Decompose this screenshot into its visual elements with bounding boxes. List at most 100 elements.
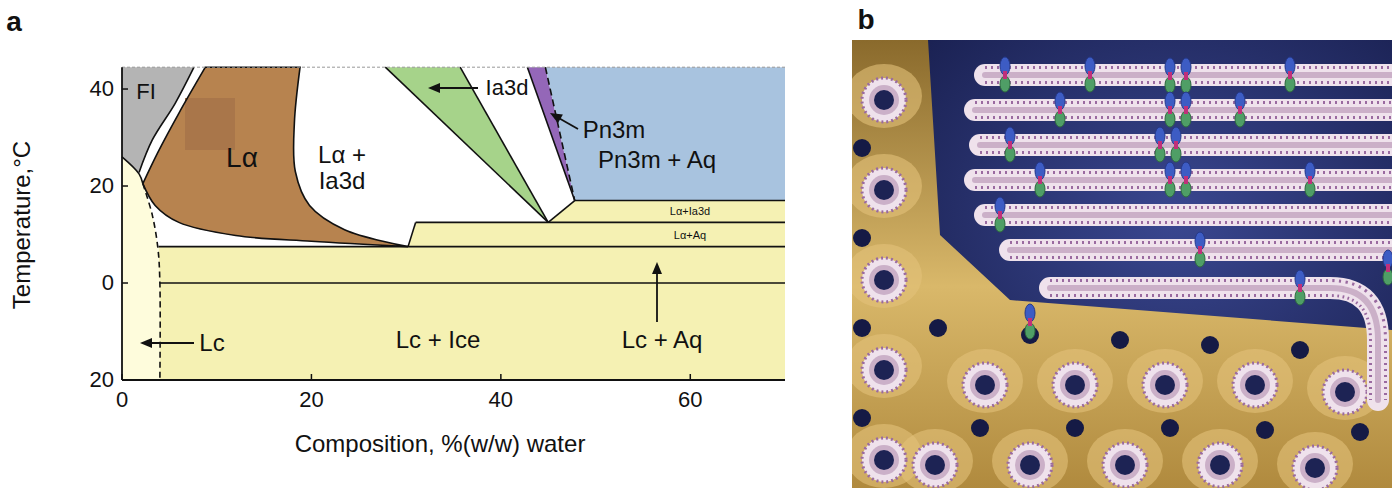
membrane-protein bbox=[1195, 232, 1205, 267]
ring-core bbox=[1065, 375, 1085, 395]
leader-line bbox=[150, 342, 194, 344]
water-channel-dot bbox=[929, 319, 947, 337]
membrane-protein bbox=[995, 197, 1005, 232]
membrane-protein bbox=[1235, 92, 1245, 127]
protein-core bbox=[1288, 71, 1292, 79]
ring-core bbox=[874, 360, 894, 380]
phase-label: Ia3d bbox=[486, 76, 529, 100]
membrane-protein bbox=[1165, 162, 1175, 197]
protein-core bbox=[1184, 72, 1188, 80]
ia3d-region bbox=[385, 67, 548, 222]
membrane-protein bbox=[1181, 58, 1191, 93]
tick-label: 40 bbox=[489, 388, 513, 412]
ring-tail bbox=[1110, 450, 1140, 480]
bilayer-ring bbox=[1103, 443, 1147, 487]
water-channel-dot bbox=[1161, 419, 1179, 437]
ring-tail bbox=[869, 445, 899, 475]
membrane-protein bbox=[1181, 92, 1191, 127]
ring-tail bbox=[869, 85, 899, 115]
x-tick bbox=[500, 374, 502, 380]
bilayer-heads bbox=[980, 136, 1392, 154]
ring-tail bbox=[1150, 370, 1180, 400]
boundary-line bbox=[548, 201, 575, 223]
tube-cone bbox=[852, 64, 922, 128]
bilayer-ring bbox=[913, 443, 957, 487]
bilayer-ring bbox=[1233, 363, 1277, 407]
tube-cone bbox=[852, 154, 922, 218]
x-tick bbox=[121, 374, 123, 380]
ring-tail bbox=[869, 175, 899, 205]
water-channel-dot bbox=[1291, 341, 1309, 359]
phase-label: Pn3m + Aq bbox=[598, 147, 716, 173]
x-axis bbox=[122, 379, 785, 381]
ring-tail bbox=[1205, 450, 1235, 480]
protein-core bbox=[1058, 106, 1062, 114]
lc-ice-band bbox=[158, 247, 785, 380]
panel-letter: a bbox=[6, 7, 22, 38]
phase-label: Lc + Aq bbox=[622, 327, 703, 353]
ring-core bbox=[1305, 458, 1325, 478]
arrow-head bbox=[428, 83, 440, 93]
ring-tail bbox=[869, 355, 899, 385]
protein-core bbox=[1308, 176, 1312, 184]
boundary-line bbox=[160, 282, 785, 284]
y-tick bbox=[122, 185, 128, 187]
water-channel-dot bbox=[1111, 331, 1129, 349]
protein-core bbox=[1174, 141, 1178, 149]
protein-core bbox=[1038, 176, 1042, 184]
bilayer-ring bbox=[862, 348, 906, 392]
tick-label: 0 bbox=[102, 271, 114, 295]
bilayer-base bbox=[1050, 288, 1378, 400]
phase-label: FI bbox=[136, 80, 156, 104]
water-channel-dot bbox=[971, 419, 989, 437]
ring-tail bbox=[1330, 377, 1360, 407]
phase-regions bbox=[122, 67, 785, 380]
bilayer-base bbox=[980, 134, 1392, 156]
axis-title: Temperature,°C bbox=[9, 141, 35, 309]
ring-core bbox=[1245, 375, 1265, 395]
bilayer-ring bbox=[1143, 363, 1187, 407]
ring-tail bbox=[920, 450, 950, 480]
bilayer-mid bbox=[985, 209, 1392, 221]
phase-label: Lα bbox=[226, 143, 258, 174]
bilayer-tails bbox=[985, 212, 1392, 218]
tube-highlights bbox=[852, 64, 1383, 488]
ring-tail bbox=[1240, 370, 1270, 400]
membrane-proteins bbox=[995, 57, 1392, 339]
ring-tail bbox=[970, 370, 1000, 400]
la-ia3d-band bbox=[548, 201, 785, 223]
membrane-protein bbox=[1165, 92, 1175, 127]
ring-core bbox=[1115, 455, 1135, 475]
water-channel-dot bbox=[853, 229, 871, 247]
membrane-protein bbox=[1000, 57, 1010, 92]
bilayer-ring bbox=[1323, 370, 1367, 414]
bilayer-tails bbox=[980, 142, 1392, 148]
membrane-protein bbox=[1165, 58, 1175, 93]
membrane-protein bbox=[1383, 250, 1392, 285]
membrane-protein bbox=[1055, 92, 1065, 127]
y-tick bbox=[122, 88, 128, 90]
phase-label: Lα+Ia3d bbox=[670, 205, 710, 217]
x-tick bbox=[690, 374, 692, 380]
cubic-phase-illustration bbox=[852, 40, 1392, 488]
boundary-line bbox=[385, 67, 548, 222]
boundary-line bbox=[416, 222, 785, 224]
dashed-boundary bbox=[143, 184, 160, 380]
bilayer-ring bbox=[862, 258, 906, 302]
tube-cone bbox=[1182, 429, 1258, 488]
membrane-protein bbox=[1181, 162, 1191, 197]
membrane-protein bbox=[1085, 57, 1095, 92]
ring-core bbox=[874, 450, 894, 470]
protein-core bbox=[1158, 141, 1162, 149]
tube-cone bbox=[897, 429, 973, 488]
bilayer-mid bbox=[1050, 288, 1378, 400]
membrane-protein bbox=[1305, 162, 1315, 197]
bilayer-tails bbox=[1010, 247, 1392, 253]
membrane-protein bbox=[1285, 57, 1295, 92]
protein-core bbox=[1298, 284, 1302, 292]
phase-label: Lc + Ice bbox=[396, 327, 481, 353]
boundary-line bbox=[122, 157, 143, 184]
water-channel-dot bbox=[1066, 419, 1084, 437]
